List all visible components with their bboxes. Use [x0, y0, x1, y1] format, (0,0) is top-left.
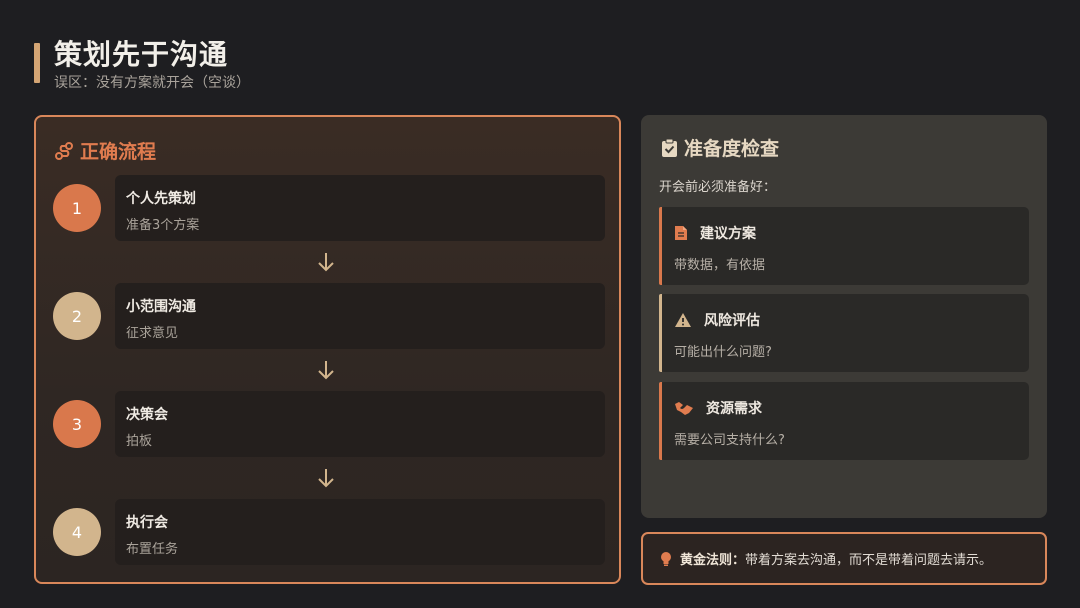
step-title: 决策会 — [126, 407, 168, 423]
readiness-intro: 开会前必须准备好： — [659, 180, 777, 195]
page-title: 策划先于沟通 — [54, 38, 229, 71]
step-card: 执行会 布置任务 — [115, 499, 605, 565]
golden-rule-label: 黄金法则： — [680, 553, 746, 568]
step-title: 小范围沟通 — [126, 299, 196, 315]
check-item: 风险评估 可能出什么问题? — [659, 294, 1029, 372]
flow-step: 2 小范围沟通 征求意见 — [36, 283, 619, 349]
step-title: 执行会 — [126, 515, 168, 531]
check-item: 建议方案 带数据，有依据 — [659, 207, 1029, 285]
process-flow-heading: 正确流程 — [80, 141, 157, 163]
page-subtitle: 误区：没有方案就开会（空谈） — [54, 75, 250, 91]
check-item-accent — [659, 207, 662, 285]
step-number-badge: 2 — [53, 292, 101, 340]
check-item-title: 建议方案 — [700, 226, 756, 242]
route-icon — [54, 141, 74, 161]
arrow-down-icon — [316, 251, 336, 273]
step-title: 个人先策划 — [126, 191, 196, 207]
check-item: 资源需求 需要公司支持什么? — [659, 382, 1029, 460]
step-description: 准备3个方案 — [126, 218, 200, 233]
flow-step: 1 个人先策划 准备3个方案 — [36, 175, 619, 241]
clipboard-check-icon — [661, 138, 678, 158]
warning-icon — [674, 312, 692, 328]
process-flow-header: 正确流程 — [54, 137, 156, 164]
readiness-check-panel: 准备度检查 开会前必须准备好： 建议方案 带数据，有依据 — [641, 115, 1047, 518]
step-number-badge: 1 — [53, 184, 101, 232]
check-item-description: 带数据，有依据 — [674, 258, 766, 273]
document-icon — [674, 225, 688, 241]
step-card: 决策会 拍板 — [115, 391, 605, 457]
flow-step: 4 执行会 布置任务 — [36, 499, 619, 565]
step-description: 布置任务 — [126, 542, 179, 557]
readiness-check-heading: 准备度检查 — [684, 138, 780, 160]
step-description: 征求意见 — [126, 326, 179, 341]
golden-rule-callout: 黄金法则：带着方案去沟通，而不是带着问题去请示。 — [641, 532, 1047, 585]
step-number-badge: 4 — [53, 508, 101, 556]
check-item-description: 需要公司支持什么? — [674, 433, 785, 448]
arrow-down-icon — [316, 467, 336, 489]
check-item-accent — [659, 382, 662, 460]
readiness-check-header: 准备度检查 — [661, 134, 779, 161]
lightbulb-icon — [660, 551, 672, 567]
arrow-down-icon — [316, 359, 336, 381]
step-card: 个人先策划 准备3个方案 — [115, 175, 605, 241]
check-item-title: 风险评估 — [704, 313, 760, 329]
golden-rule-text: 带着方案去沟通，而不是带着问题去请示。 — [745, 553, 993, 568]
check-item-accent — [659, 294, 662, 372]
check-item-title: 资源需求 — [706, 401, 762, 417]
check-item-description: 可能出什么问题? — [674, 345, 772, 360]
step-card: 小范围沟通 征求意见 — [115, 283, 605, 349]
step-description: 拍板 — [126, 434, 153, 449]
process-flow-panel: 正确流程 1 个人先策划 准备3个方案 2 小范围沟通 征求意见 3 决策会 拍… — [34, 115, 621, 584]
handshake-icon — [674, 400, 694, 416]
title-accent-bar — [34, 43, 40, 83]
step-number-badge: 3 — [53, 400, 101, 448]
flow-step: 3 决策会 拍板 — [36, 391, 619, 457]
